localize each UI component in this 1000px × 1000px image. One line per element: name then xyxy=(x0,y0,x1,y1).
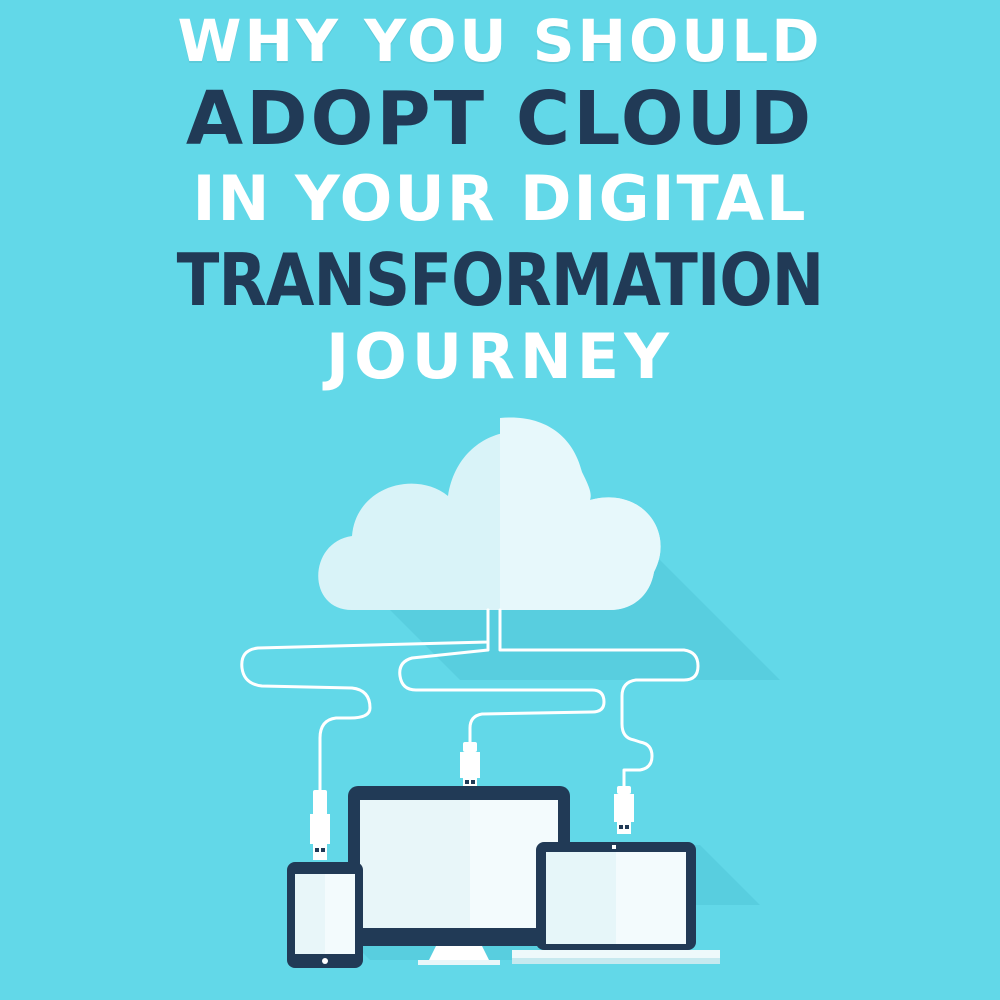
headline: WHY YOU SHOULD ADOPT CLOUD IN YOUR DIGIT… xyxy=(0,12,1000,388)
usb-plug-icon xyxy=(614,786,634,834)
headline-line-5: JOURNEY xyxy=(326,320,674,393)
usb-plug-icon xyxy=(460,742,480,790)
cloud-icon xyxy=(318,417,661,610)
headline-line-2: ADOPT CLOUD xyxy=(185,76,815,162)
usb-plug-icon xyxy=(310,790,330,860)
headline-line-3: IN YOUR DIGITAL xyxy=(192,162,808,235)
desktop-monitor-icon xyxy=(348,786,570,965)
tablet-icon xyxy=(287,862,363,968)
headline-line-1: WHY YOU SHOULD xyxy=(177,7,823,75)
cable-group xyxy=(240,608,700,792)
laptop-icon xyxy=(512,842,720,964)
headline-line-4: TRANSFORMATION xyxy=(176,238,825,322)
